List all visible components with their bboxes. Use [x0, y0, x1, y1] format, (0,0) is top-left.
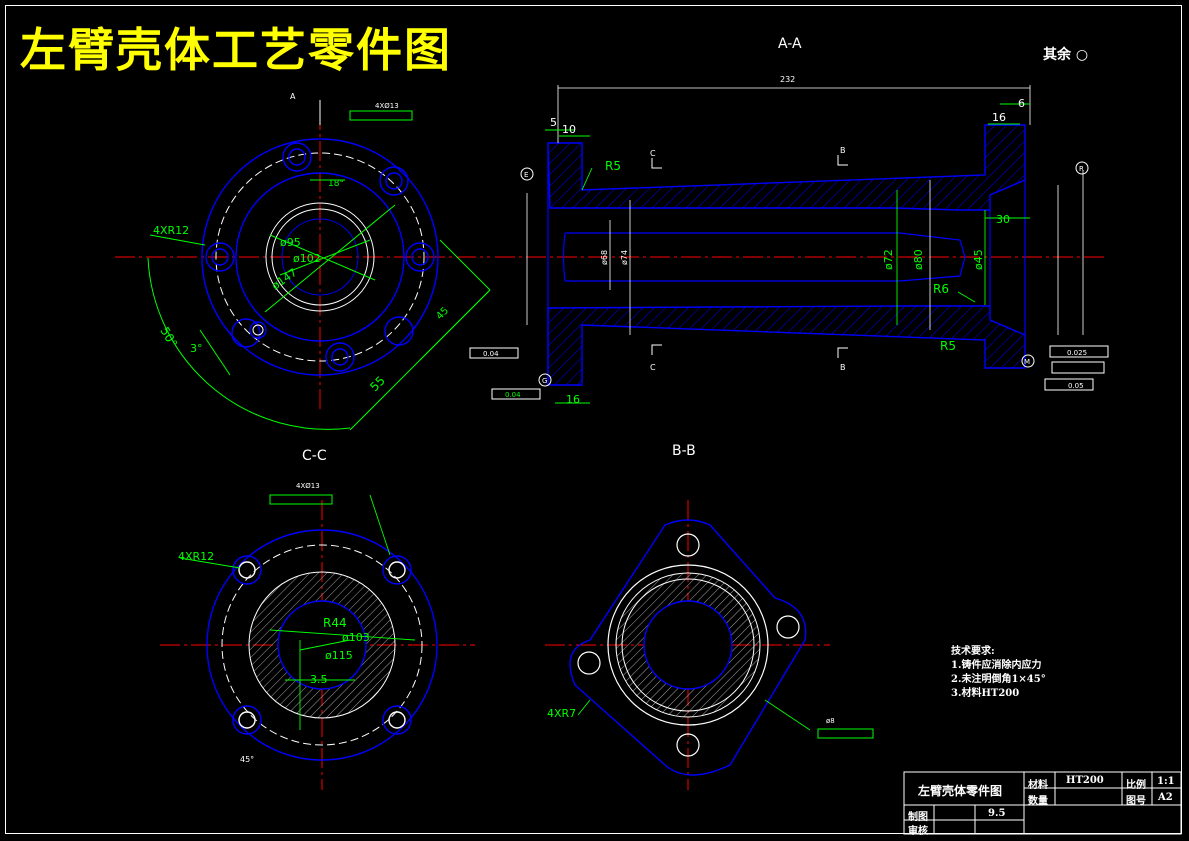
- tol-4: 0.025: [1067, 349, 1087, 357]
- tb-quantity-label: 数量: [1028, 796, 1048, 807]
- dim-5: 5: [550, 116, 557, 129]
- dim-d102: ø102: [293, 252, 321, 265]
- dim-6: 6: [1018, 97, 1025, 110]
- bolt-circle: [215, 152, 425, 362]
- dim-cc-d103: ø103: [342, 631, 370, 644]
- tb-material-label: 材料: [1028, 780, 1048, 791]
- dim-cc-d115: ø115: [325, 649, 353, 662]
- datum-r: R: [1079, 165, 1084, 173]
- view-label-cc: C-C: [302, 448, 327, 464]
- dim-bb-hole: ø8: [826, 717, 835, 725]
- tb-material-value: HT200: [1066, 775, 1104, 786]
- dim-30: 30: [996, 213, 1010, 226]
- dim-d45: 45: [434, 305, 451, 322]
- tol-1: 0.04: [483, 350, 499, 358]
- dim-hole-front: 4XØ13: [375, 102, 399, 110]
- svg-text:A: A: [290, 92, 296, 101]
- outer-flange: [201, 138, 439, 376]
- front-view: A: [115, 92, 491, 431]
- tb-checked-by-label: 审核: [908, 826, 928, 837]
- tol-2: 0.04: [505, 391, 521, 399]
- cut-b-top: B: [840, 146, 846, 155]
- dim-16-bot: 16: [566, 393, 580, 406]
- dim-dia74: ø74: [620, 250, 629, 265]
- dim-cc-r44: R44: [323, 616, 347, 630]
- drawing-frame: [5, 5, 1182, 834]
- datum-m: M: [1024, 358, 1030, 366]
- tech-req-item-1: 1.铸件应消除内应力: [951, 660, 1042, 671]
- dim-a50: 50°: [157, 325, 180, 350]
- tb-scale-value: 1:1: [1157, 776, 1175, 787]
- tb-drawing-no-label: 图号: [1126, 796, 1146, 807]
- section-aa: [469, 85, 1109, 404]
- drawing-title: 左臂壳体工艺零件图: [20, 23, 452, 77]
- dim-16-top: 16: [992, 111, 1006, 124]
- dim-10: 10: [562, 123, 576, 136]
- dim-bb-4xr7: 4XR7: [547, 707, 576, 720]
- dim-cc-a45: 45°: [240, 755, 254, 764]
- dim-cc-hole: 4XØ13: [296, 482, 320, 490]
- dim-r5: R5: [605, 159, 621, 173]
- tol-3: 0.05: [1068, 382, 1084, 390]
- datum-e: E: [524, 171, 528, 179]
- section-bb: [545, 500, 874, 790]
- dim-d95: ø95: [280, 236, 301, 249]
- dim-overall: 232: [780, 75, 795, 84]
- cut-b-bot: B: [840, 363, 846, 372]
- dim-cc-d35: 3.5: [310, 673, 328, 686]
- bolt-holes: [205, 142, 435, 372]
- view-label-bb: B-B: [672, 443, 696, 459]
- roughness-note: 其余 ○: [1043, 47, 1089, 63]
- dim-r5b: R5: [940, 339, 956, 353]
- cut-c-bot: C: [650, 363, 656, 372]
- tech-req-heading: 技术要求:: [951, 646, 995, 657]
- section-cc: [160, 494, 475, 790]
- view-label-aa: A-A: [778, 36, 802, 52]
- tb-drawn-date: 9.5: [988, 808, 1006, 819]
- tb-part-name: 左臂壳体零件图: [918, 784, 1003, 798]
- title-block-grid: [903, 771, 1182, 835]
- dim-4xr12: 4XR12: [153, 224, 189, 237]
- dim-d55: 55: [367, 373, 388, 394]
- tech-req-item-3: 3.材料HT200: [951, 688, 1020, 699]
- dim-a18: 18°: [328, 179, 344, 189]
- dim-cc-4xr12: 4XR12: [178, 550, 214, 563]
- dim-dia45: ø45: [972, 249, 985, 270]
- technical-requirements: 技术要求: 1.铸件应消除内应力 2.未注明倒角1×45° 3.材料HT200: [951, 645, 1046, 701]
- dim-r6: R6: [933, 282, 949, 296]
- tb-scale-label: 比例: [1126, 780, 1146, 791]
- dim-dia80: ø80: [912, 249, 925, 270]
- tb-drawing-no-value: A2: [1158, 792, 1173, 803]
- tech-req-item-2: 2.未注明倒角1×45°: [951, 674, 1046, 685]
- datum-g: G: [542, 377, 547, 385]
- dim-dia68: ø68: [600, 250, 609, 265]
- dim-dia72: ø72: [882, 249, 895, 270]
- tb-drawn-by-label: 制图: [908, 812, 928, 823]
- cut-c-top: C: [650, 149, 656, 158]
- dim-a3: 3°: [190, 342, 203, 355]
